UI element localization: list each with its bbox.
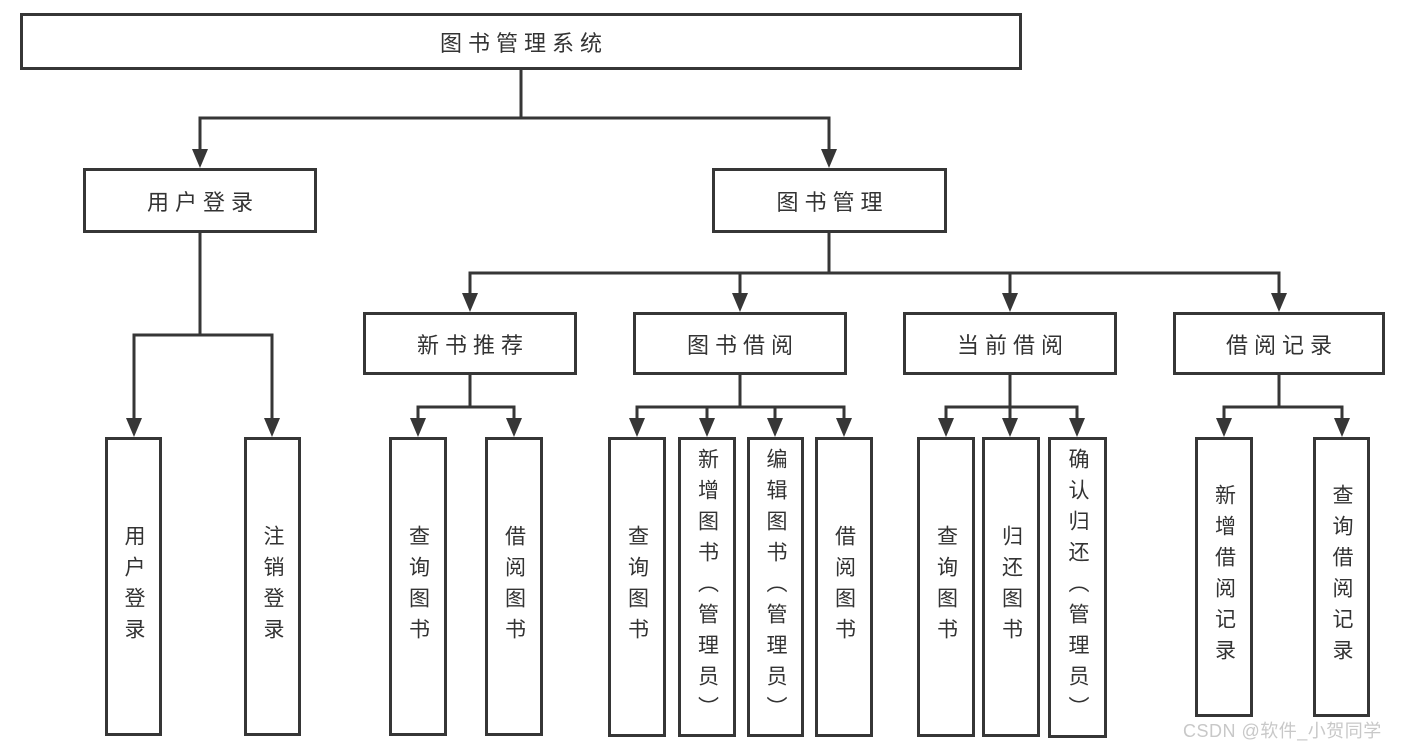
node-book-management: 图书管理 (712, 168, 947, 233)
leaf-user-login: 用户登录 (105, 437, 162, 736)
leaf-br-add-record: 新增借阅记录 (1195, 437, 1253, 717)
node-borrowing-records: 借阅记录 (1173, 312, 1385, 375)
watermark-text: CSDN @软件_小贺同学 (1183, 721, 1382, 741)
leaf-bb-edit-books-admin: 编辑图书（管理员） (747, 437, 804, 737)
node-new-book-recommend: 新书推荐 (363, 312, 577, 375)
leaf-bb-borrow-books: 借阅图书 (815, 437, 873, 737)
leaf-cb-query-books: 查询图书 (917, 437, 975, 737)
node-current-borrowing: 当前借阅 (903, 312, 1117, 375)
leaf-nbr-borrow-books: 借阅图书 (485, 437, 543, 736)
leaf-bb-query-books: 查询图书 (608, 437, 666, 737)
node-library-management-system: 图书管理系统 (20, 13, 1022, 70)
leaf-cb-confirm-return-admin: 确认归还（管理员） (1048, 437, 1107, 738)
leaf-logout: 注销登录 (244, 437, 301, 736)
leaf-br-query-record: 查询借阅记录 (1313, 437, 1370, 717)
leaf-bb-add-books-admin: 新增图书（管理员） (678, 437, 736, 737)
node-book-borrowing: 图书借阅 (633, 312, 847, 375)
node-user-login: 用户登录 (83, 168, 317, 233)
leaf-nbr-query-books: 查询图书 (389, 437, 447, 736)
leaf-cb-return-books: 归还图书 (982, 437, 1040, 737)
